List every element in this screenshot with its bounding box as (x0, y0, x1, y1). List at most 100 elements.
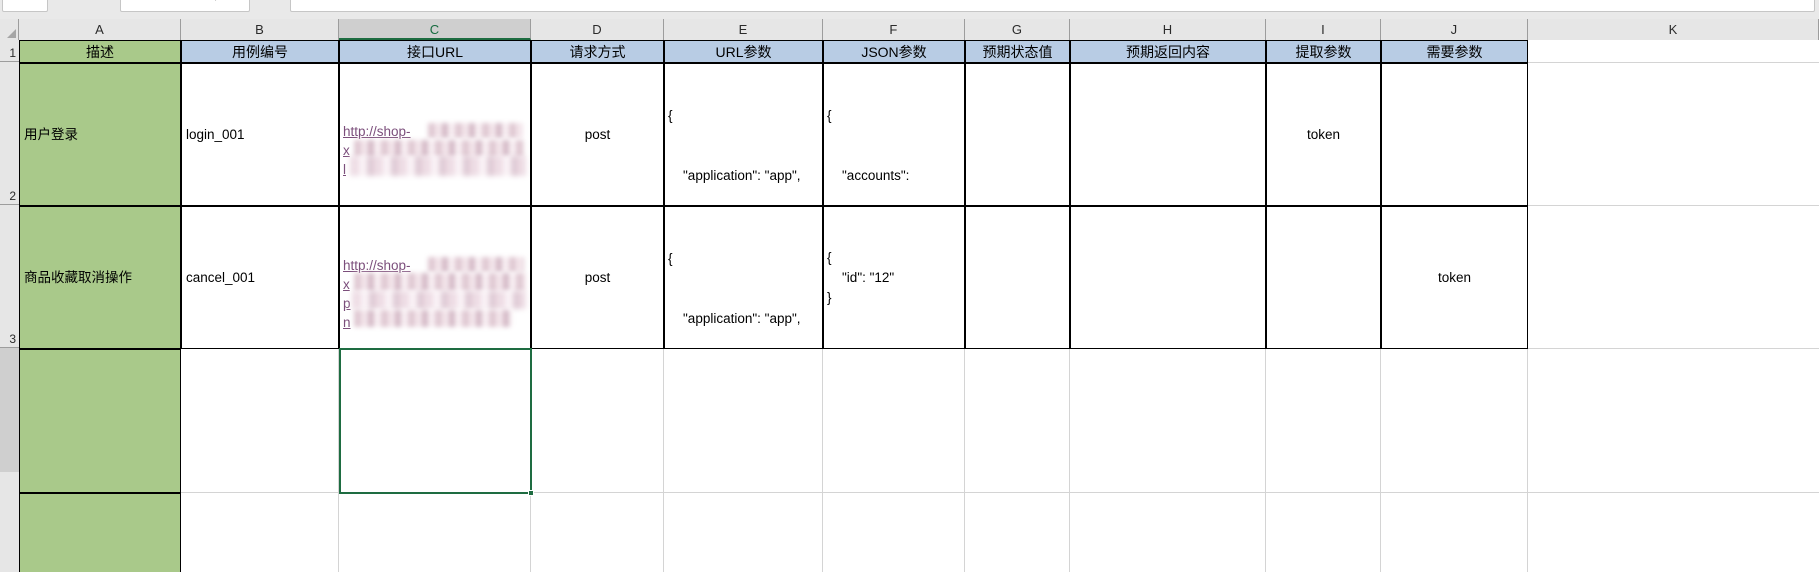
cell-d3[interactable]: post (531, 206, 664, 349)
cell-h3[interactable] (1070, 206, 1266, 349)
header-cell-h[interactable]: 预期返回内容 (1070, 40, 1266, 63)
redaction3-block-2 (354, 273, 526, 291)
row-header-2[interactable]: 2 (0, 62, 19, 205)
column-header-c[interactable]: C (339, 19, 531, 40)
cell-a4[interactable] (19, 349, 181, 493)
sheet-grid[interactable]: A B C D E F G H I J K 1 2 3 4 描述 用例编号 接口… (0, 19, 1819, 572)
insert-function-icon[interactable]: ƒ (214, 0, 220, 2)
column-header-f[interactable]: F (823, 19, 965, 40)
e3-line-2: "application": "app", (668, 311, 801, 326)
redaction-block-2 (354, 140, 524, 157)
cell-k3[interactable] (1528, 206, 1819, 349)
cell-j2[interactable] (1381, 63, 1528, 206)
undo-icon[interactable]: ⌄ (160, 0, 169, 2)
cell-i5[interactable] (1266, 493, 1381, 572)
cell-j3[interactable]: token (1381, 206, 1528, 349)
cell-g4[interactable] (965, 349, 1070, 493)
column-header-i[interactable]: I (1266, 19, 1381, 40)
cell-f3[interactable]: { "id": "12" } (823, 206, 965, 349)
column-header-band: A B C D E F G H I J K (0, 19, 1819, 40)
redaction3-block-1 (428, 257, 524, 272)
cell-h2[interactable] (1070, 63, 1266, 206)
header-cell-c[interactable]: 接口URL (339, 40, 531, 63)
cell-a5[interactable] (19, 493, 181, 572)
cell-c2-url[interactable]: http://shop- x l (339, 63, 531, 206)
column-header-k[interactable]: K (1528, 19, 1819, 40)
redaction3-block-4 (354, 310, 512, 327)
cell-k4[interactable] (1528, 349, 1819, 493)
row-header-4[interactable]: 4 (0, 348, 19, 492)
formula-bar-strip: ⌄ ⌄ ƒ (0, 0, 1819, 19)
column-header-j[interactable]: J (1381, 19, 1528, 40)
cell-i2[interactable]: token (1266, 63, 1381, 206)
cell-e5[interactable] (664, 493, 823, 572)
cell-k5[interactable] (1528, 493, 1819, 572)
cell-f2[interactable]: { "accounts": "hxxxxxxxx", "pwd": 123456… (823, 63, 965, 206)
column-header-a[interactable]: A (19, 19, 181, 40)
cell-e3[interactable]: { "application": "app", "application_cli… (664, 206, 823, 349)
column-header-h[interactable]: H (1070, 19, 1266, 40)
cell-c5[interactable] (339, 493, 531, 572)
e3-line-1: { (668, 251, 673, 266)
url3-line-4: n (343, 315, 351, 330)
column-header-b[interactable]: B (181, 19, 339, 40)
f3-line-3: } (827, 289, 832, 305)
cell-g5[interactable] (965, 493, 1070, 572)
row-header-1[interactable]: 1 (0, 40, 19, 62)
name-box[interactable] (2, 0, 48, 12)
header-cell-a[interactable]: 描述 (19, 40, 181, 63)
cell-g3[interactable] (965, 206, 1070, 349)
header-cell-g[interactable]: 预期状态值 (965, 40, 1070, 63)
cell-c4[interactable] (339, 349, 531, 493)
cell-g2[interactable] (965, 63, 1070, 206)
column-header-e[interactable]: E (664, 19, 823, 40)
select-all-corner[interactable] (0, 19, 19, 40)
row-header-3-label: 3 (9, 332, 16, 346)
row-header-5[interactable] (0, 472, 19, 572)
cell-f5[interactable] (823, 493, 965, 572)
cell-f4[interactable] (823, 349, 965, 493)
url3-line-3: p (343, 296, 351, 311)
url3-line-1: http://shop- (343, 258, 411, 273)
header-cell-d[interactable]: 请求方式 (531, 40, 664, 63)
fx-button-group[interactable] (120, 0, 250, 12)
cell-i3[interactable] (1266, 206, 1381, 349)
cell-k2[interactable] (1528, 63, 1819, 206)
cell-b4[interactable] (181, 349, 339, 493)
header-cell-f[interactable]: JSON参数 (823, 40, 965, 63)
cell-d5[interactable] (531, 493, 664, 572)
f2-line-1: { (827, 108, 832, 123)
cell-j5[interactable] (1381, 493, 1528, 572)
cell-b2[interactable]: login_001 (181, 63, 339, 206)
cell-b3[interactable]: cancel_001 (181, 206, 339, 349)
cell-j4[interactable] (1381, 349, 1528, 493)
f2-line-2: "accounts": (827, 168, 910, 183)
cell-a2[interactable]: 用户登录 (19, 63, 181, 206)
cell-e2[interactable]: { "application": "app", "application_cli… (664, 63, 823, 206)
f3-line-1: { (827, 249, 832, 265)
cell-b5[interactable] (181, 493, 339, 572)
cell-a3[interactable]: 商品收藏取消操作 (19, 206, 181, 349)
cell-d4[interactable] (531, 349, 664, 493)
url-line-1: http://shop- (343, 124, 411, 139)
row-header-2-label: 2 (9, 189, 16, 203)
url-line-2: x (343, 143, 350, 158)
formula-input[interactable] (290, 0, 1815, 12)
cell-c3-url[interactable]: http://shop- x p n (339, 206, 531, 349)
cell-h5[interactable] (1070, 493, 1266, 572)
cell-d2[interactable]: post (531, 63, 664, 206)
header-cell-k[interactable] (1528, 40, 1819, 63)
column-header-g[interactable]: G (965, 19, 1070, 40)
header-cell-e[interactable]: URL参数 (664, 40, 823, 63)
redo-icon[interactable]: ⌄ (186, 0, 195, 2)
cell-i4[interactable] (1266, 349, 1381, 493)
row-header-3[interactable]: 3 (0, 205, 19, 348)
redaction-block-1 (428, 123, 523, 138)
cell-h4[interactable] (1070, 349, 1266, 493)
column-header-d[interactable]: D (531, 19, 664, 40)
header-cell-i[interactable]: 提取参数 (1266, 40, 1381, 63)
header-cell-b[interactable]: 用例编号 (181, 40, 339, 63)
fill-handle[interactable] (528, 490, 534, 496)
cell-e4[interactable] (664, 349, 823, 493)
header-cell-j[interactable]: 需要参数 (1381, 40, 1528, 63)
